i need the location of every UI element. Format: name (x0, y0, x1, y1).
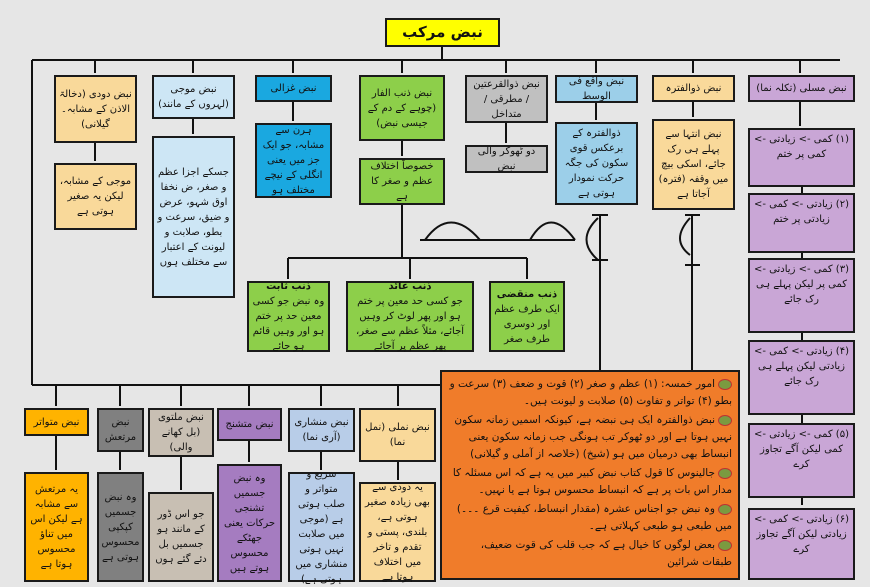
note-text: جالینوس کا قول کتاب نبض کبیر میں یہ ہے ک… (452, 467, 732, 496)
mutashannij-body: وہ نبض جسمیں تشنجی حرکات یعنی جھٹکے محسو… (217, 464, 282, 582)
dhul-fatra-body: نبض انتہا سے پہلے ہی رک جائے، اسکی بیچ م… (652, 119, 735, 210)
mutawatir-head: نبض متواتر (24, 408, 89, 436)
dhanab-thabit-head: ذنب ثابت (266, 281, 311, 292)
waqi-fil-wast-head: نبض واقع فی الوسط (555, 75, 638, 103)
notes-box: امور خمسہ: (۱) عظم و صغر (۲) قوت و ضعف (… (440, 370, 740, 580)
bullet-icon (718, 378, 732, 390)
dudi-body: موجی کے مشابہ، لیکن یہ صغیر ہوتی ہے (54, 163, 137, 230)
dhanab-thabit: ذنب ثابت وہ نبض جو کسی معین حد پر ختم ہو … (247, 281, 330, 352)
dhanab-munqadi-head: ذنب منقضی (496, 288, 558, 300)
dhul-qaratain-body: دو ٹھوکر والی نبض (465, 145, 548, 173)
musalli-head: نبض مسلی (تکلہ نما) (748, 75, 855, 102)
namli-body: یہ دودی سے بھی زیادہ صغیر ہوتی ہے، بلندی… (359, 482, 436, 583)
musalli-item: (۲) زیادتی -> کمی -> زیادتی پر ختم (748, 193, 855, 253)
note-text: بعض لوگوں کا خیال ہے کہ جب قلب کی قوت ضع… (480, 539, 732, 568)
dhanab-alfar-head: نبض ذنب الفار (چوہے کے دم کے جیسی نبض) (359, 75, 445, 141)
note-item: بعض لوگوں کا خیال ہے کہ جب قلب کی قوت ضع… (448, 537, 732, 571)
note-text: وہ نبض جو اجناس عشرہ (مقدار انبساط، کیفی… (456, 503, 732, 532)
mauji-head: نبض موجی (لہروں کے مانند) (152, 75, 235, 119)
bullet-icon (718, 467, 732, 479)
bullet-icon (718, 503, 732, 515)
murtaish-head: نبض مرتعش (97, 408, 144, 452)
bullet-icon (718, 539, 732, 551)
note-item: جالینوس کا قول کتاب نبض کبیر میں یہ ہے ک… (448, 465, 732, 499)
dhanab-aid: ذنب عائد جو کسی حد معین پر ختم ہو اور پھر… (346, 281, 474, 352)
mauji-body: جسکے اجزا عظم و صغر، ض نخفا اوق شہو، عرض… (152, 136, 235, 298)
title-box: نبض مرکب (385, 18, 500, 47)
waqi-fil-wast-body: ذوالفترہ کے برعکس قوی سکون کی جگہ حرکت ن… (555, 122, 638, 205)
dhanab-munqadi: ذنب منقضی ایک طرف عظم اور دوسری طرف صغر (489, 281, 565, 352)
ghazali-body: ہرن سے مشابہ، جو ایک جز میں یعنی انگلی ک… (255, 123, 332, 198)
dhanab-thabit-body: وہ نبض جو کسی معین حد پر ختم ہو اور وہیں… (252, 296, 325, 352)
murtaish-body: وہ نبض جسمیں کپکپی محسوس ہوتی ہے (97, 472, 144, 582)
musalli-item: (۵) کمی -> زیادتی -> کمی لیکن آگے تجاوز … (748, 423, 855, 498)
dhanab-aid-head: ذنب عائد (388, 281, 432, 292)
musalli-item: (۳) کمی -> زیادتی -> کمی پر لیکن پہلے ہی… (748, 258, 855, 333)
note-item: امور خمسہ: (۱) عظم و صغر (۲) قوت و ضعف (… (448, 376, 732, 410)
dhanab-alfar-body: خصوصاً اختلاف عظم و صغر کا ہے (359, 158, 445, 205)
minshari-head: نبض منشاری (آری نما) (288, 408, 355, 452)
dhanab-aid-body: جو کسی حد معین پر ختم ہو اور پھر لوٹ کر … (355, 296, 465, 352)
bullet-icon (718, 414, 732, 426)
namli-head: نبض نملی (نمل نما) (359, 408, 436, 462)
dudi-head: نبض دودی (دخالۃ الاذن کے مشابہ۔ گیلانی) (54, 75, 137, 143)
musalli-item: (۴) زیادتی -> کمی -> زیادتی لیکن پہلے ہی… (748, 340, 855, 415)
dhanab-munqadi-body: ایک طرف عظم اور دوسری طرف صغر (494, 303, 560, 345)
note-item: نبض ذوالفترہ ایک ہی نبضہ ہے، کیونکہ اسمی… (448, 412, 732, 463)
multawi-head: نبض ملتوی (بل کھانے والی) (148, 408, 214, 457)
multawi-body: جو اس ڈور کے مانند ہو جسمیں بل دئے گئے ہ… (148, 492, 214, 582)
note-item: وہ نبض جو اجناس عشرہ (مقدار انبساط، کیفی… (448, 501, 732, 535)
mutashannij-head: نبض متشنج (217, 408, 282, 441)
note-text: امور خمسہ: (۱) عظم و صغر (۲) قوت و ضعف (… (449, 378, 732, 407)
mutawatir-body: یہ مرتعش سے مشابہ ہے لیکن اس میں تناؤ مح… (24, 472, 89, 582)
dhul-fatra-head: نبض ذوالفترہ (652, 75, 735, 102)
dhul-qaratain-head: نبض ذوالقرعتین / مطرقی / متداخل (465, 75, 548, 123)
musalli-item: (۶) زیادتی -> کمی -> زیادتی لیکن آگے تجا… (748, 508, 855, 580)
minshari-body: سریع و متواتر و صلب ہوتی ہے (موجی میں صل… (288, 469, 355, 585)
musalli-item: (۱) کمی -> زیادتی -> کمی پر ختم (748, 128, 855, 187)
note-text: نبض ذوالفترہ ایک ہی نبضہ ہے، کیونکہ اسمی… (454, 414, 732, 460)
ghazali-head: نبض غزالی (255, 75, 332, 102)
